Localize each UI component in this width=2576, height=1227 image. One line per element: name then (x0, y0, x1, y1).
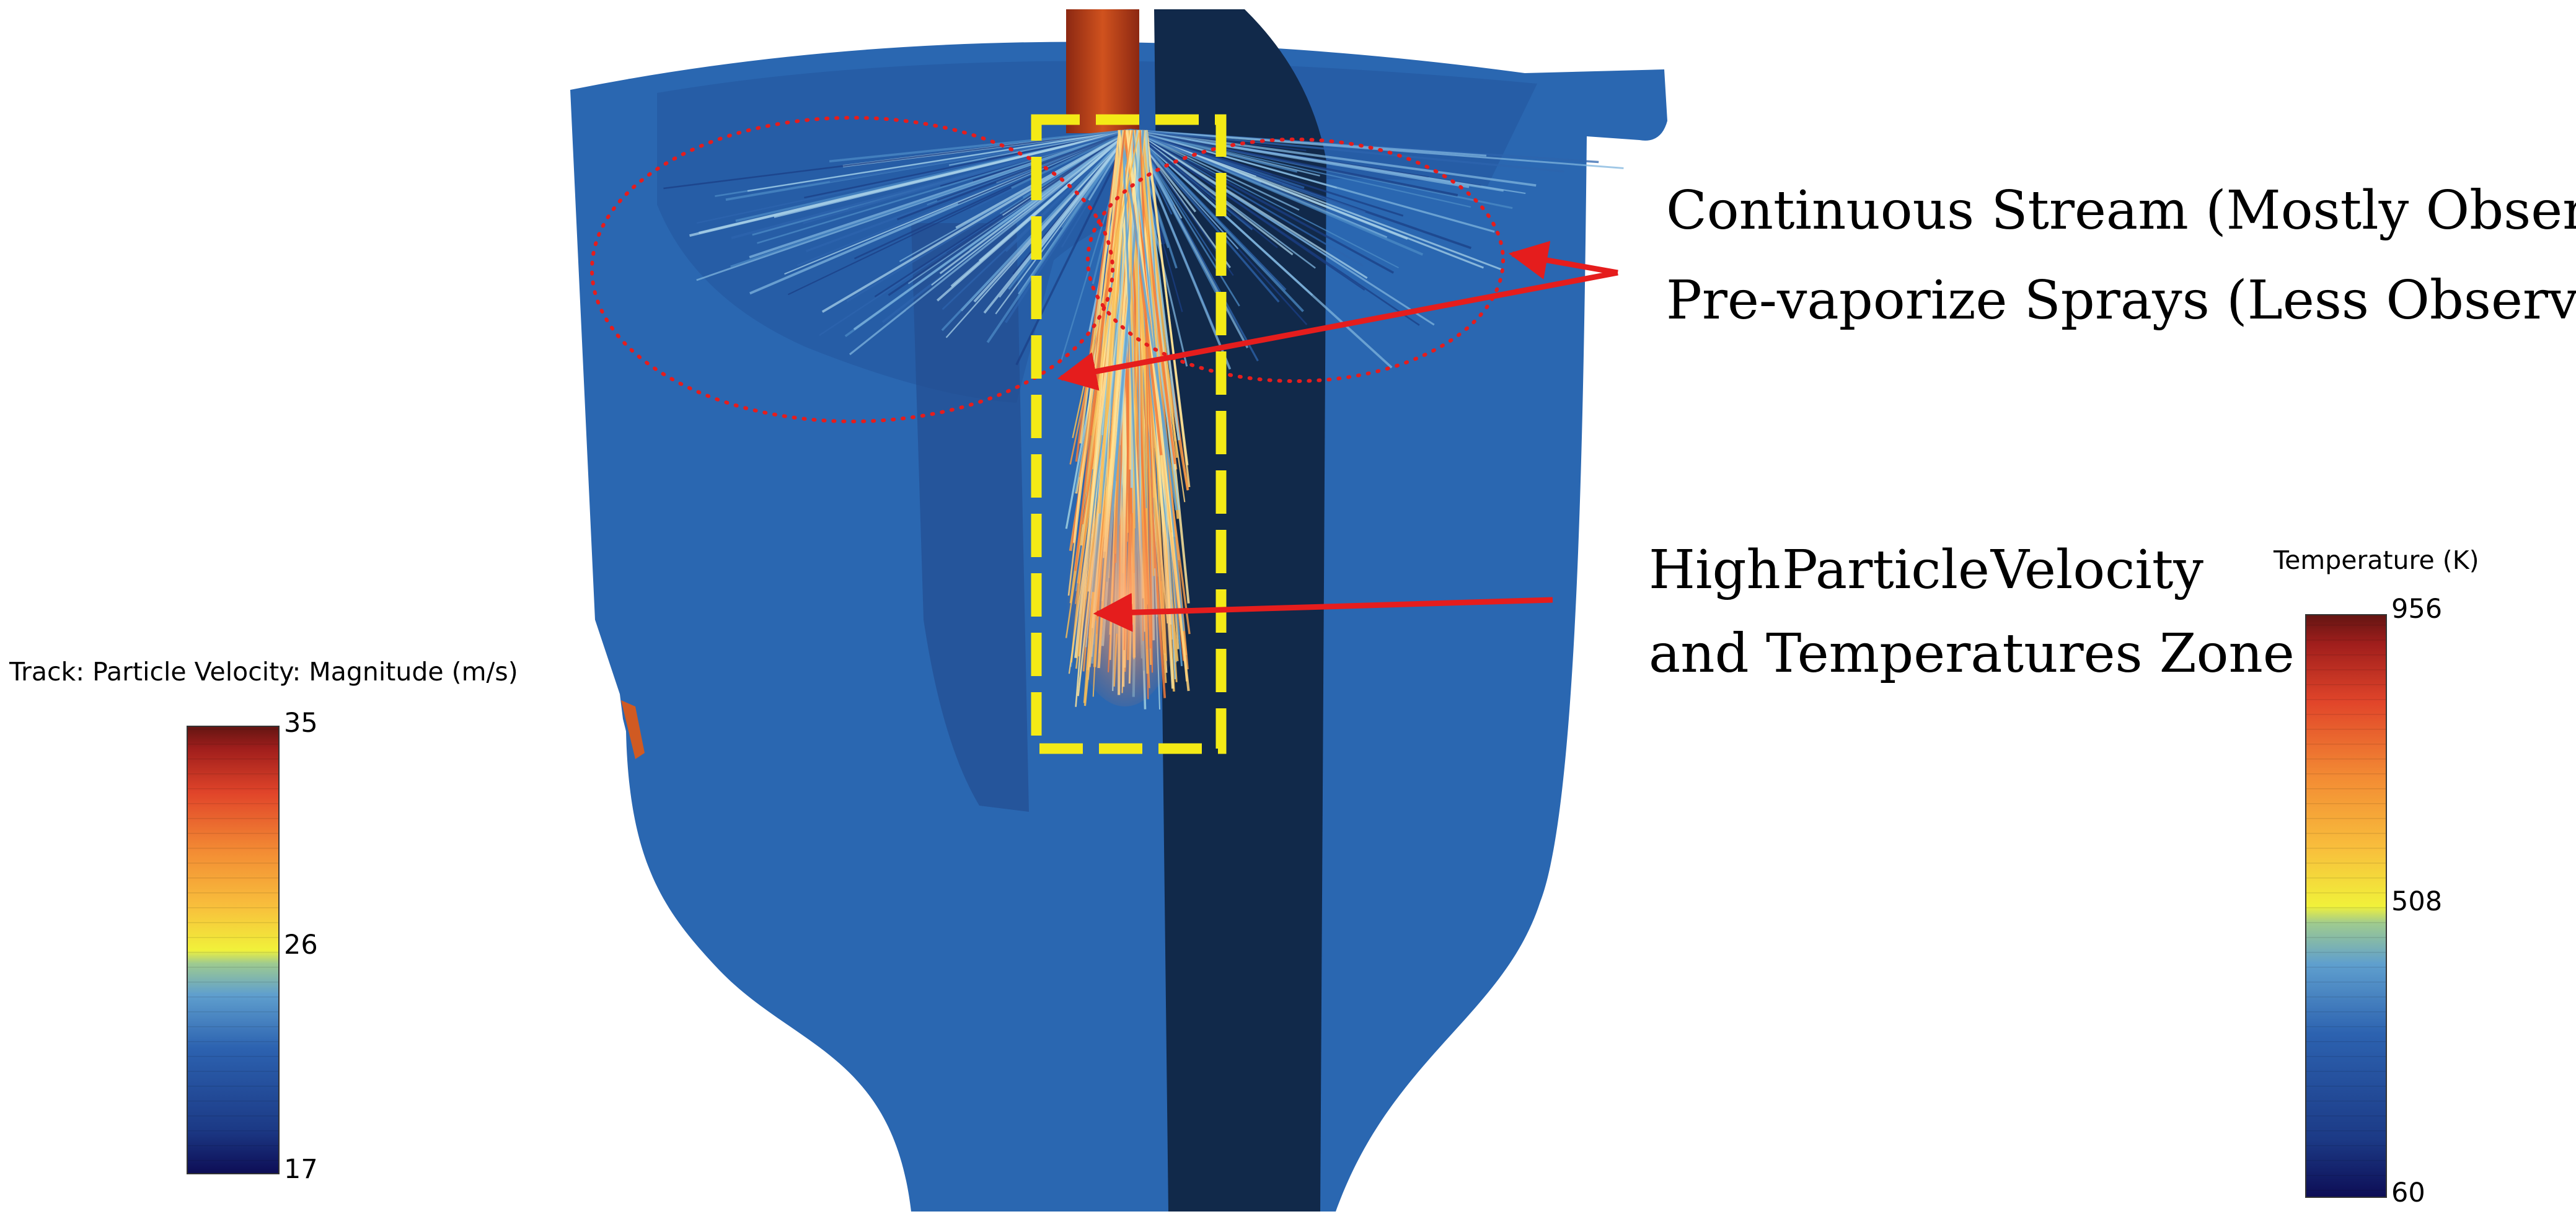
spray-track (747, 129, 1132, 192)
spray-track (774, 129, 1132, 218)
spray-track (1131, 129, 1300, 211)
arrow-pre-vaporize (1057, 270, 1618, 391)
injector-nozzle (1066, 9, 1139, 133)
spray-track (1131, 129, 1458, 197)
arrow-continuous-stream (1508, 240, 1618, 279)
spray-track (896, 129, 1132, 221)
callout-arrows (1057, 240, 1618, 632)
high-velocity-zone-box (1031, 114, 1227, 754)
spray-track (1131, 129, 1368, 279)
temperature-colorbar (2305, 614, 2387, 1198)
spray-track (1098, 130, 1126, 514)
velocity-colorbar-title: Track: Particle Velocity: Magnitude (m/s… (9, 657, 518, 687)
mesh-shade-column (911, 223, 1029, 812)
spray-track (1141, 130, 1178, 458)
spray-track (874, 129, 1132, 297)
temperature-tick-mid: 508 (2391, 886, 2443, 917)
spray-track (1131, 129, 1495, 233)
spray-track (1131, 129, 1537, 187)
spray-track (1131, 129, 1471, 208)
side-port (621, 700, 645, 759)
label-pre-vaporize-sprays: Pre-vaporize Sprays (Less Observed) (1666, 270, 2576, 332)
spray-track (1131, 129, 1372, 230)
spray-track (1130, 129, 1304, 312)
spray-track (1144, 130, 1189, 465)
spray-track (1088, 130, 1120, 537)
spray-track (853, 129, 1132, 331)
velocity-tick-max: 35 (284, 708, 318, 739)
temperature-colorbar-title: Temperature (K) (2274, 545, 2479, 575)
velocity-colorbar (187, 726, 280, 1174)
spray-track (1130, 129, 1280, 303)
spray-track (849, 129, 1132, 356)
spray-track (1131, 129, 1366, 213)
temperature-tick-min: 60 (2391, 1177, 2425, 1208)
arrow-high-zone (1093, 592, 1553, 632)
spray-track (950, 129, 1132, 288)
spray-track (948, 129, 1132, 166)
pre-vaporize-region-left (590, 116, 1114, 423)
spray-track (730, 129, 1132, 268)
spray-core-glow (1066, 471, 1184, 706)
spray-track (821, 129, 1132, 313)
spray-track (757, 129, 1132, 244)
label-continuous-stream: Continuous Stream (Mostly Observed) (1666, 180, 2576, 242)
label-high-zone-line1: High Particle Velocity (1649, 539, 2203, 601)
spray-track (1131, 130, 1399, 269)
spray-track (1131, 129, 1624, 169)
temperature-tick-max: 956 (2391, 594, 2443, 625)
label-high-zone-word: Particle (1781, 539, 1990, 601)
velocity-tick-min: 17 (284, 1154, 318, 1185)
pre-vaporize-region-right (1086, 138, 1505, 383)
spray-track (931, 130, 1132, 286)
spray-track (663, 129, 1132, 190)
spray-track (848, 129, 1132, 211)
velocity-tick-mid: 26 (284, 930, 318, 961)
spray-track (1131, 130, 1278, 248)
spray-track (999, 130, 1132, 298)
label-high-zone-line2: and Temperatures Zone (1649, 623, 2295, 685)
label-high-zone-word: Velocity (1990, 539, 2203, 601)
spray-track (1131, 129, 1484, 269)
spray-track (797, 129, 1132, 266)
spray-track (829, 129, 1132, 163)
spray-track (986, 129, 1132, 343)
spray-track (1131, 129, 1526, 195)
spray-track (1131, 130, 1365, 291)
spray-track (1074, 130, 1126, 571)
spray-track (1120, 130, 1178, 511)
spray-track (1015, 130, 1132, 366)
label-high-zone-word: High (1649, 539, 1781, 601)
spray-track (1005, 129, 1132, 252)
spray-track (1131, 129, 1564, 173)
spray-track (1131, 129, 1395, 274)
spray-track (888, 129, 1132, 296)
spray-track (1131, 129, 1364, 267)
